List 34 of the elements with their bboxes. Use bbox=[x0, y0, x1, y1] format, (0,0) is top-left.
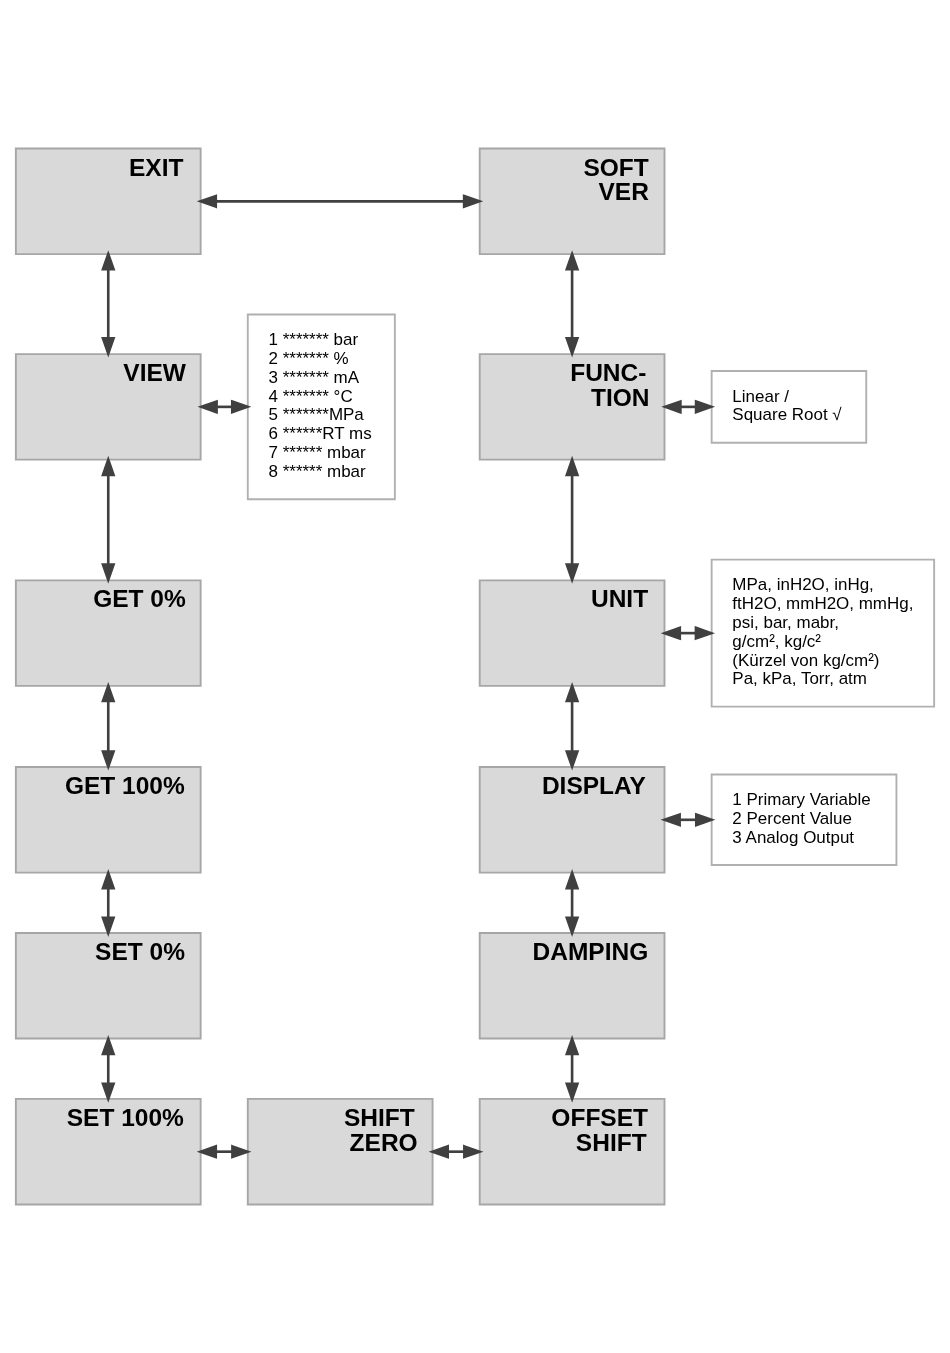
node-box: VIEW bbox=[14, 353, 202, 461]
arrow bbox=[428, 1144, 484, 1159]
node-box: SOFT VER bbox=[478, 147, 666, 256]
arrow bbox=[564, 455, 580, 584]
arrow bbox=[101, 681, 116, 771]
arrow bbox=[101, 455, 116, 584]
arrow bbox=[101, 250, 116, 358]
node-box: EXIT bbox=[14, 147, 202, 256]
arrow bbox=[660, 812, 716, 827]
node-box: FUNC- TION bbox=[478, 353, 666, 461]
node-box: MPa, inH2O, inHg, ftH2O, mmH2O, mmHg, psi, bar, mabr, g/cm², kg/c² (Kürzel von kg/cm²) Pa, kPa, Torr, atm bbox=[710, 558, 936, 708]
node-box: SET 0% bbox=[14, 932, 202, 1040]
arrow bbox=[564, 869, 580, 937]
node-box: OFFSET SHIFT bbox=[478, 1097, 666, 1206]
arrow bbox=[564, 681, 580, 771]
node-box: DAMPING bbox=[478, 932, 666, 1040]
arrow bbox=[196, 194, 484, 209]
arrow bbox=[101, 869, 116, 937]
node-box: GET 0% bbox=[14, 579, 202, 687]
arrow bbox=[660, 626, 716, 641]
arrow bbox=[197, 399, 252, 414]
node-box: DISPLAY bbox=[478, 766, 666, 874]
arrow bbox=[101, 1034, 116, 1103]
arrow bbox=[564, 1034, 580, 1103]
node-box: SHIFT ZERO bbox=[246, 1097, 434, 1206]
arrow bbox=[564, 250, 580, 358]
node-box: Linear / Square Root √ bbox=[710, 370, 868, 444]
arrow bbox=[196, 1144, 252, 1159]
arrow bbox=[661, 399, 716, 414]
node-box: SET 100% bbox=[14, 1097, 202, 1206]
node-box: 1 Primary Variable 2 Percent Value 3 Analog Output bbox=[710, 773, 898, 866]
node-box: UNIT bbox=[478, 579, 666, 687]
node-box: GET 100% bbox=[14, 766, 202, 874]
node-box: 1 ******* bar 2 ******* % 3 ******* mA 4 ******* °C 5 *******MPa 6 ******RT ms 7 ****** mbar 8 ****** mbar bbox=[246, 313, 396, 501]
